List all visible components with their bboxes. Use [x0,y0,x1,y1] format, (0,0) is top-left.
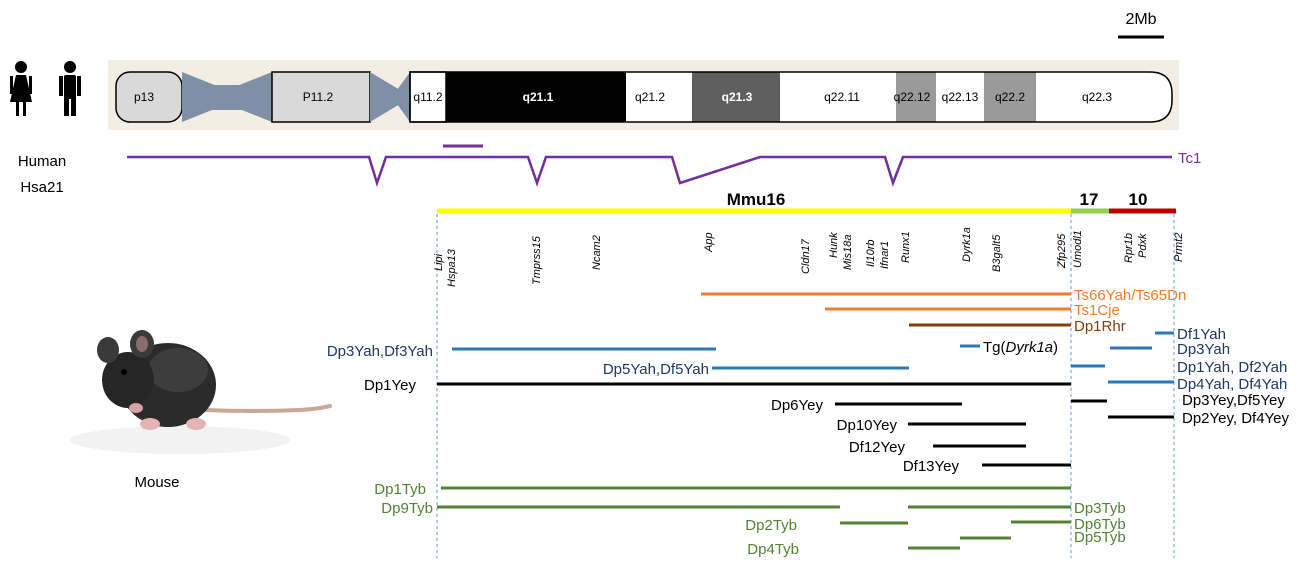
gene-label-ncam2: Ncam2 [591,235,603,270]
band-q22-12 [896,72,936,122]
label-dp6yey: Dp6Yey [771,397,823,414]
gene-label-lipi: Lipi [433,253,445,271]
mouse-image [70,330,332,454]
label-dp1tyb: Dp1Tyb [374,481,426,498]
label-df13yey: Df13Yey [903,458,960,475]
label-df1yah: Df1Yah [1177,326,1226,343]
label-dp4tyb: Dp4Tyb [747,541,799,558]
label-dp1rhr: Dp1Rhr [1074,318,1126,335]
male-person-icon [59,61,81,116]
gene-label-runx1: Runx1 [900,231,912,263]
mmu17-label: 17 [1080,190,1099,209]
band-q22-2 [984,72,1036,122]
label-dp4yah-df4yah: Dp4Yah, Df4Yah [1177,376,1287,393]
tg-prefix: Tg( [983,339,1006,356]
model-segments [437,292,1174,550]
gene-label-mis18a: Mis18a [842,235,854,270]
band-q21-1 [446,72,626,122]
band-label-q21-2: q21.2 [635,90,665,104]
gene-label-cldn17: Cldn17 [800,238,812,274]
label-dp1yey: Dp1Yey [364,377,416,394]
gene-label-rpr1b: Rpr1b [1123,233,1135,263]
label-dp3yah-df3yah: Dp3Yah,Df3Yah [327,343,433,360]
human-label: Human [18,153,66,170]
gene-label-ifnar1: Ifnar1 [879,241,891,269]
gene-label-dyrk1a: Dyrk1a [961,227,973,262]
band-label-q22-2: q22.2 [995,90,1025,104]
gene-label-umodl1: Umodl1 [1072,230,1084,268]
tc1-label: Tc1 [1178,150,1201,167]
model-labels: Ts66Yah/Ts65Dn Ts1Cje Dp1Rhr Df1Yah Dp3Y… [327,287,1290,558]
gene-labels: Lipi Hspa13 Tmprss15 Ncam2 App Cldn17 Hu… [433,227,1185,287]
mouse-label: Mouse [134,474,179,491]
label-dp10yey: Dp10Yey [837,417,898,434]
label-dp3yah: Dp3Yah [1177,341,1230,358]
band-q22-13 [936,72,984,122]
band-q22-3 [1036,72,1172,122]
mmu16-label: Mmu16 [727,190,786,209]
band-label-q21-3: q21.3 [722,90,753,104]
tc1-line [127,155,1172,188]
mouse-ear-left [97,337,119,363]
mouse-head [102,352,154,408]
label-dp1yah-df2yah: Dp1Yah, Df2Yah [1177,359,1287,376]
gene-label-b3galt5: B3galt5 [991,234,1003,272]
band-label-q21-1: q21.1 [523,90,554,104]
label-dp2tyb: Dp2Tyb [745,517,797,534]
band-label-q11-2: q11.2 [413,90,442,104]
gene-label-hspa13: Hspa13 [446,248,458,287]
label-dp2yey-df4yey: Dp2Yey, Df4Yey [1182,410,1290,427]
band-label-p13: p13 [134,90,154,104]
mouse-eye [121,369,127,375]
label-tg-dyrk1a: Tg(Dyrk1a) [983,339,1058,356]
label-dp9tyb: Dp9Tyb [381,500,433,517]
gene-label-tmprss15: Tmprss15 [531,235,543,285]
female-person-icon [10,61,32,116]
label-dp3yey-df5yey: Dp3Yey,Df5Yey [1182,392,1285,409]
mouse-tail [203,404,332,413]
band-label-q22-3: q22.3 [1082,90,1112,104]
band-q21-3 [692,72,780,122]
scale-bar-label: 2Mb [1125,11,1156,28]
label-dp3tyb: Dp3Tyb [1074,500,1126,517]
label-dp6tyb: Dp6Tyb [1074,516,1126,533]
label-ts1cje: Ts1Cje [1074,302,1120,319]
label-ts66yah: Ts66Yah/Ts65Dn [1074,287,1186,304]
gene-label-app: App [703,232,715,253]
label-dp5yah-df5yah: Dp5Yah,Df5Yah [603,361,709,378]
gene-label-il10rb: Il10rb [865,239,877,267]
tg-suffix: ) [1053,339,1058,356]
band-q22-11 [780,72,896,122]
gene-label-prmt2: Prmt2 [1173,233,1185,262]
band-label-q22-13: q22.13 [942,90,979,104]
band-p11-2 [271,71,371,123]
band-q21-2 [626,72,692,122]
chromosome-outline [409,71,1173,123]
hsa21-label: Hsa21 [20,179,63,196]
hsa21-chromosome: p13 P11.2 q11.2 q21.1 q21.2 q21.3 q22.11… [115,71,1173,123]
gene-label-pdxk: Pdxk [1137,233,1149,258]
label-df12yey: Df12Yey [849,439,906,456]
gene-label-hunk: Hunk [828,232,840,258]
label-dp5tyb: Dp5Tyb [1074,529,1126,546]
tg-gene: Dyrk1a [1006,339,1054,356]
mmu10-label: 10 [1129,190,1148,209]
band-label-q22-11: q22.11 [824,90,860,104]
band-label-q22-12: q22.12 [894,90,931,104]
band-label-p11-2: P11.2 [303,90,334,104]
gene-label-zfp295: Zfp295 [1056,233,1068,269]
mouse-nose [129,403,143,413]
